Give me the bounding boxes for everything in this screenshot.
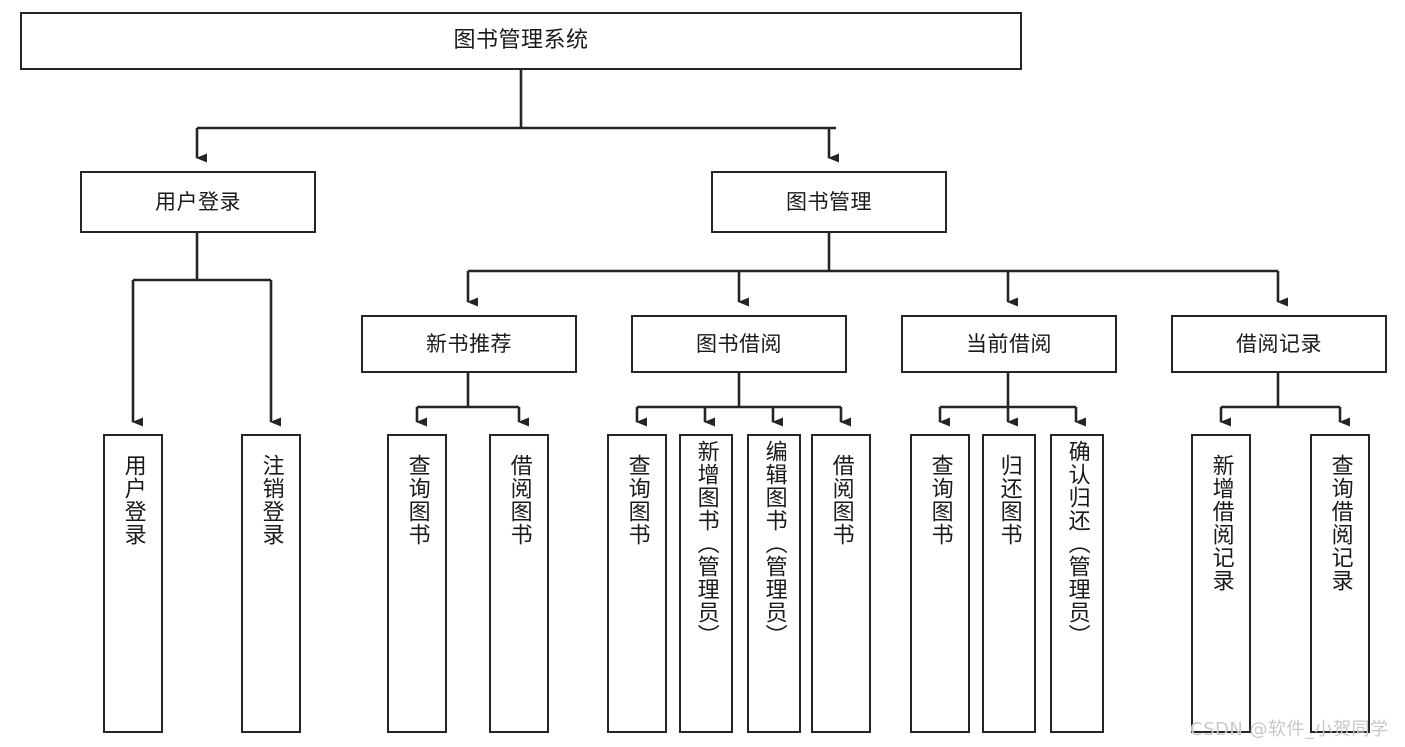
node-label: 新书推荐 bbox=[426, 331, 512, 356]
leaf-add-book-admin[interactable]: 新增图书（管理员） bbox=[679, 434, 733, 733]
leaf-query-book-borrow[interactable]: 查询图书 bbox=[607, 434, 667, 733]
node-root-system[interactable]: 图书管理系统 bbox=[20, 12, 1022, 70]
node-label: 用户登录 bbox=[155, 189, 241, 214]
node-label: 查询图书 bbox=[404, 454, 430, 546]
leaf-user-login[interactable]: 用户登录 bbox=[103, 434, 163, 733]
node-label: 图书管理系统 bbox=[453, 28, 589, 54]
node-label: 借阅记录 bbox=[1236, 331, 1322, 356]
node-book-management[interactable]: 图书管理 bbox=[711, 171, 947, 233]
node-user-login[interactable]: 用户登录 bbox=[80, 171, 316, 233]
leaf-query-book-recommend[interactable]: 查询图书 bbox=[387, 434, 447, 733]
leaf-query-borrow-record[interactable]: 查询借阅记录 bbox=[1310, 434, 1370, 733]
leaf-borrow-book[interactable]: 借阅图书 bbox=[811, 434, 871, 733]
node-current-borrow[interactable]: 当前借阅 bbox=[901, 315, 1117, 373]
leaf-borrow-book-recommend[interactable]: 借阅图书 bbox=[489, 434, 549, 733]
leaf-edit-book-admin[interactable]: 编辑图书（管理员） bbox=[747, 434, 801, 733]
leaf-query-book-current[interactable]: 查询图书 bbox=[910, 434, 970, 733]
node-new-book-recommend[interactable]: 新书推荐 bbox=[361, 315, 577, 373]
node-book-borrow[interactable]: 图书借阅 bbox=[631, 315, 847, 373]
node-label: 借阅图书 bbox=[506, 454, 532, 546]
node-label: 注销登录 bbox=[258, 454, 284, 546]
node-borrow-records[interactable]: 借阅记录 bbox=[1171, 315, 1387, 373]
node-label: 图书管理 bbox=[786, 189, 872, 214]
node-label: 查询借阅记录 bbox=[1327, 454, 1353, 592]
node-label: 图书借阅 bbox=[696, 331, 782, 356]
node-label: 当前借阅 bbox=[966, 331, 1052, 356]
leaf-return-book[interactable]: 归还图书 bbox=[982, 434, 1036, 733]
node-label: 归还图书 bbox=[996, 454, 1022, 546]
node-label: 编辑图书（管理员） bbox=[761, 440, 787, 647]
node-label: 用户登录 bbox=[120, 454, 146, 546]
node-label: 查询图书 bbox=[624, 454, 650, 546]
leaf-confirm-return-admin[interactable]: 确认归还（管理员） bbox=[1050, 434, 1104, 733]
leaf-logout[interactable]: 注销登录 bbox=[241, 434, 301, 733]
node-label: 查询图书 bbox=[927, 454, 953, 546]
node-label: 新增图书（管理员） bbox=[693, 440, 719, 647]
node-label: 借阅图书 bbox=[828, 454, 854, 546]
leaf-add-borrow-record[interactable]: 新增借阅记录 bbox=[1191, 434, 1251, 733]
node-label: 新增借阅记录 bbox=[1208, 454, 1234, 592]
node-label: 确认归还（管理员） bbox=[1064, 440, 1090, 647]
watermark-text: CSDN @软件_小贺同学 bbox=[1190, 719, 1389, 740]
